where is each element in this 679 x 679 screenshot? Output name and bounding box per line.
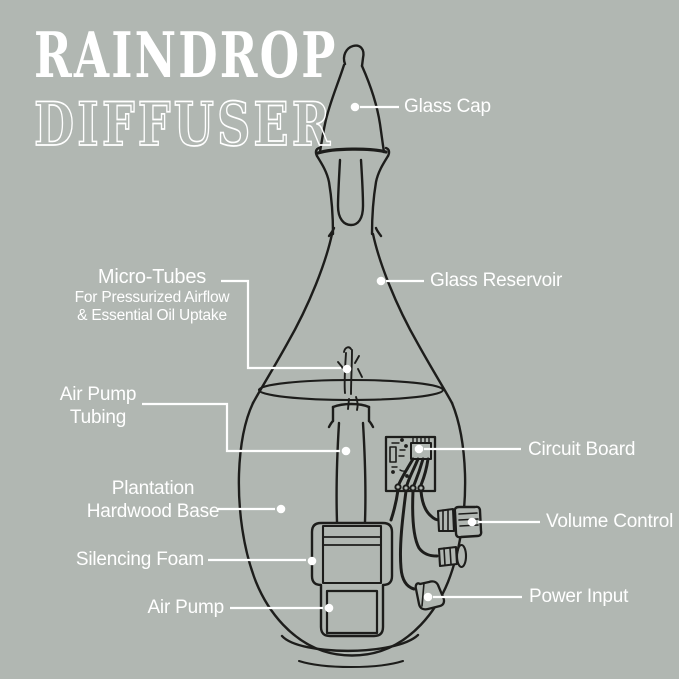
leader-circuit-board xyxy=(414,444,521,454)
label-glass-cap: Glass Cap xyxy=(404,96,491,117)
mid-plug-sketch xyxy=(437,543,468,569)
leader-plantation-base xyxy=(218,504,286,514)
label-glass-reservoir: Glass Reservoir xyxy=(430,270,563,291)
label-power-input: Power Input xyxy=(529,586,629,607)
label-air-pump-tubing-line1: Air Pump xyxy=(59,384,137,405)
title-line1: RAINDROP xyxy=(34,18,338,92)
glass-cap-sketch xyxy=(316,44,388,155)
leader-power-input xyxy=(423,592,522,602)
pump-sketch xyxy=(310,521,394,638)
leader-volume-control xyxy=(467,517,540,527)
leader-glass-cap xyxy=(350,102,399,112)
wires-sketch xyxy=(389,457,441,591)
air-tube-sketch xyxy=(327,402,375,524)
label-air-pump-tubing: Air Pump Tubing xyxy=(48,383,148,429)
label-micro-tubes-sub1: For Pressurized Airflow xyxy=(74,289,230,306)
leader-micro-tubes xyxy=(221,279,352,374)
label-silencing-foam: Silencing Foam xyxy=(75,549,204,570)
label-plantation-base: Plantation Hardwood Base xyxy=(62,477,244,523)
label-circuit-board: Circuit Board xyxy=(528,439,636,460)
label-air-pump-tubing-line2: Tubing xyxy=(69,407,127,428)
leader-silencing-foam xyxy=(208,556,317,566)
label-plantation-line1: Plantation xyxy=(111,478,195,499)
label-micro-tubes-title: Micro-Tubes xyxy=(97,266,207,288)
label-micro-tubes-sub2: & Essential Oil Uptake xyxy=(77,306,227,324)
leader-air-pump xyxy=(230,603,334,613)
leader-lines xyxy=(142,102,540,613)
neck-stopper-sketch xyxy=(314,146,391,238)
title-line2: DIFFUSER xyxy=(33,90,334,160)
label-volume-control: Volume Control xyxy=(546,511,674,532)
label-micro-tubes: Micro-Tubes For Pressurized Airflow & Es… xyxy=(52,265,252,324)
leader-air-pump-tubing xyxy=(142,402,351,456)
label-plantation-line2: Hardwood Base xyxy=(86,501,220,522)
label-air-pump: Air Pump xyxy=(147,597,224,618)
leader-glass-reservoir xyxy=(376,276,424,286)
